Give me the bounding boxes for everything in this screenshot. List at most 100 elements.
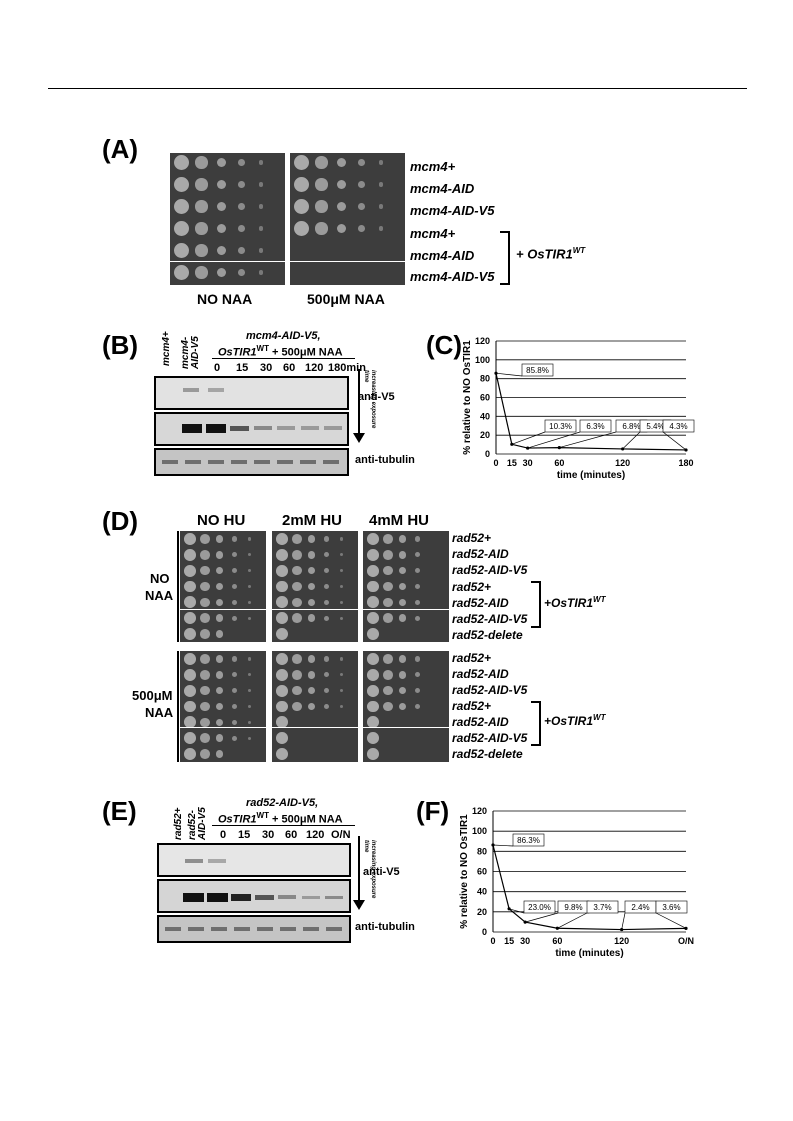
strain-label: mcm4-AID-V5 xyxy=(410,203,495,218)
colony-spot xyxy=(259,226,264,231)
exposure-arrow-head xyxy=(353,433,365,443)
colony-spot xyxy=(276,700,288,713)
colony-spot xyxy=(323,567,330,574)
colony-spot xyxy=(215,598,224,607)
strain-label: rad52-AID-V5 xyxy=(452,683,528,697)
colony-spot xyxy=(199,701,210,712)
colony-spot xyxy=(294,155,309,170)
callout-line xyxy=(655,912,687,929)
blot-anti-v5-long xyxy=(157,879,351,913)
group-label: NAA xyxy=(145,705,174,720)
colony-spot xyxy=(184,564,196,577)
strain-label: mcm4+ xyxy=(410,226,456,241)
blot-anti-v5-short xyxy=(157,843,351,877)
colony-spot xyxy=(307,702,316,711)
group-label: NO xyxy=(150,571,170,586)
colony-spot xyxy=(315,156,328,169)
colony-spot xyxy=(336,223,347,234)
strain-label: mcm4+ xyxy=(410,159,456,174)
colony-spot xyxy=(195,222,208,235)
callout-line xyxy=(559,431,617,448)
colony-spot xyxy=(231,599,238,606)
colony-spot xyxy=(195,156,208,169)
colony-spot xyxy=(382,581,393,592)
colony-spot xyxy=(382,565,393,576)
colony-spot xyxy=(184,732,196,745)
colony-spot xyxy=(339,673,343,677)
x-tick-label: 0 xyxy=(493,458,498,468)
x-axis-label: time (minutes) xyxy=(557,470,625,481)
colony-spot xyxy=(247,720,251,724)
panel-a-letter: (A) xyxy=(102,134,139,164)
colony-spot xyxy=(339,704,343,709)
lane-label: rad52+ xyxy=(173,807,184,840)
colony-spot xyxy=(291,685,302,696)
plate-4mm-hu-500um-naa xyxy=(363,651,449,762)
colony-spot xyxy=(276,580,288,593)
y-tick-label: 40 xyxy=(477,887,487,897)
x-axis-label: time (minutes) xyxy=(555,948,623,959)
callout-line xyxy=(525,912,559,923)
colony-spot xyxy=(231,615,238,621)
data-label-box xyxy=(523,900,556,914)
lane-label: rad52-AID-V5 xyxy=(187,807,208,840)
colony-spot xyxy=(215,734,224,742)
y-tick-label: 0 xyxy=(482,927,487,937)
callout-line xyxy=(622,431,641,450)
x-tick-label: 0 xyxy=(490,936,495,946)
colony-spot xyxy=(216,223,227,234)
data-label: 10.3% xyxy=(549,422,572,431)
timepoint: 180min xyxy=(328,362,366,374)
colony-spot xyxy=(336,179,347,190)
colony-spot xyxy=(291,565,302,576)
colony-spot xyxy=(237,225,245,232)
colony-spot xyxy=(367,748,379,760)
colony-spot xyxy=(398,614,407,622)
colony-spot xyxy=(339,657,343,661)
timepoint: 120 xyxy=(305,362,324,374)
colony-spot xyxy=(367,628,379,640)
colony-spot xyxy=(307,671,316,679)
colony-spot xyxy=(237,247,245,254)
colony-spot xyxy=(339,537,343,541)
data-label-box xyxy=(662,419,695,433)
colony-spot xyxy=(357,203,365,210)
data-label: 86.3% xyxy=(517,836,540,845)
colony-spot xyxy=(237,159,245,166)
ostir1-label: +OsTIR1WT xyxy=(544,713,606,728)
colony-spot xyxy=(199,534,210,544)
colony-spot xyxy=(367,564,379,577)
colony-spot xyxy=(215,582,224,591)
colony-spot xyxy=(199,613,210,624)
exposure-arrow-shaft xyxy=(358,369,360,435)
colony-spot xyxy=(231,703,238,710)
colony-spot xyxy=(276,653,288,665)
callout-line xyxy=(495,372,523,377)
colony-spot xyxy=(339,689,343,693)
blot-header-line1: mcm4-AID-V5, xyxy=(246,330,321,342)
colony-spot xyxy=(276,564,288,577)
colony-spot xyxy=(237,203,245,210)
colony-spot xyxy=(323,687,330,694)
colony-spot xyxy=(231,536,238,542)
series-line xyxy=(495,373,687,451)
data-point xyxy=(526,446,530,450)
colony-spot xyxy=(336,157,347,168)
colony-spot xyxy=(215,566,224,575)
colony-spot xyxy=(379,160,384,165)
colony-spot xyxy=(231,687,238,694)
x-tick-label: 60 xyxy=(554,458,564,468)
blot-header-line2: OsTIR1WT + 500μM NAA xyxy=(218,811,343,826)
strain-label: rad52-AID xyxy=(452,667,509,681)
colony-spot xyxy=(307,582,316,591)
colony-spot xyxy=(195,178,208,191)
strain-label: rad52-AID xyxy=(452,547,509,561)
blot-label-anti-tubulin: anti-tubulin xyxy=(355,454,415,466)
colony-spot xyxy=(199,581,210,592)
colony-spot xyxy=(379,182,384,187)
colony-spot xyxy=(357,159,365,166)
lane-label: mcm4+ xyxy=(161,331,172,366)
colony-spot xyxy=(215,614,224,622)
y-tick-label: 20 xyxy=(480,430,490,440)
